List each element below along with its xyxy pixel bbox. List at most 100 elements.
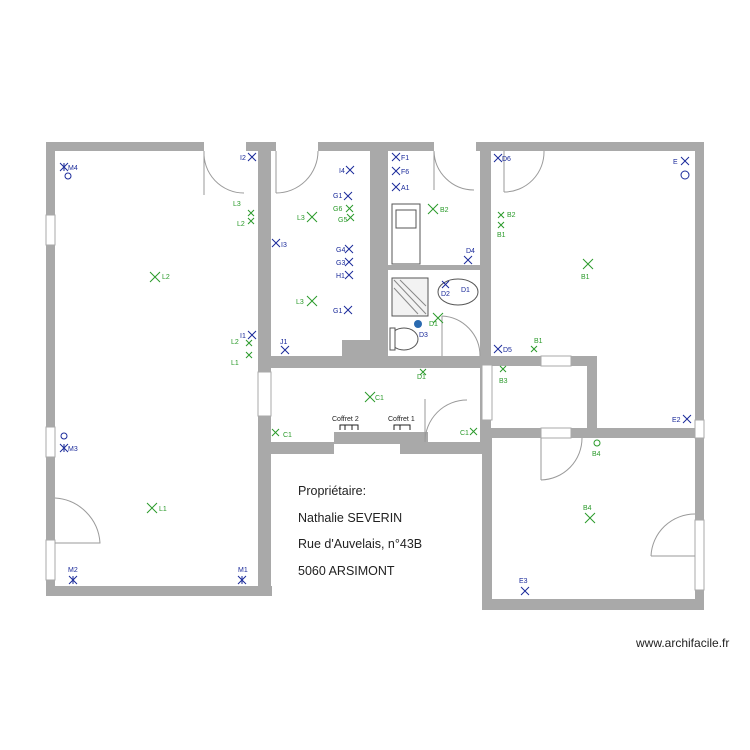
socket-label: D3 xyxy=(419,332,428,339)
socket-icon xyxy=(469,427,478,436)
window xyxy=(540,355,572,367)
wall-top-c xyxy=(476,142,552,151)
light-label: B2 xyxy=(440,207,449,214)
owner-heading: Propriétaire: xyxy=(298,484,367,498)
socket-label: D4 xyxy=(466,248,475,255)
window xyxy=(45,539,56,581)
socket-icon xyxy=(463,255,473,265)
wall-hall-top-b xyxy=(382,356,492,368)
switch-icon xyxy=(247,209,255,217)
socket-label: G1 xyxy=(333,308,342,315)
owner-info: Propriétaire: Nathalie SEVERIN Rue d'Auv… xyxy=(298,478,422,584)
wall-top-left xyxy=(46,142,204,151)
socket-icon xyxy=(271,428,280,437)
switch-label: D1 xyxy=(417,374,426,381)
switch-icon xyxy=(530,345,538,353)
socket-icon xyxy=(346,213,355,222)
light-cross xyxy=(584,512,596,524)
socket-label: G3 xyxy=(336,260,345,267)
socket-label: C1 xyxy=(283,432,292,439)
switch-label: B2 xyxy=(507,212,516,219)
socket-icon xyxy=(237,575,247,585)
light-cross xyxy=(146,502,158,514)
socket-label: M1 xyxy=(238,567,248,574)
socket-icon xyxy=(344,244,354,254)
wall-bath-left xyxy=(382,151,388,356)
switch-label: B1 xyxy=(497,232,506,239)
socket-label: E xyxy=(673,159,678,166)
socket-label: I3 xyxy=(281,242,287,249)
socket-label: D1 xyxy=(461,287,470,294)
socket-icon xyxy=(344,257,354,267)
wall-bottom-right xyxy=(482,599,704,610)
light-label: B4 xyxy=(583,505,592,512)
window xyxy=(694,419,705,439)
socket-icon xyxy=(682,414,692,424)
socket-icon xyxy=(343,191,353,201)
socket-icon xyxy=(345,165,355,175)
fixtures xyxy=(389,203,479,351)
washbasin xyxy=(437,278,479,306)
socket-icon xyxy=(493,344,503,354)
socket-icon xyxy=(247,152,257,162)
wall-hall-bottom-a xyxy=(258,442,334,454)
switch-icon xyxy=(245,351,253,359)
panel-label: Coffret 2 xyxy=(332,416,359,423)
switch-icon xyxy=(499,365,507,373)
wall-hall-bottom-c xyxy=(400,442,491,454)
socket-label: I4 xyxy=(339,168,345,175)
light-label: L1 xyxy=(159,506,167,513)
switch-label: L3 xyxy=(233,201,241,208)
wall-top-a xyxy=(246,142,276,151)
socket-label: E2 xyxy=(672,417,681,424)
owner-street: Rue d'Auvelais, n°43B xyxy=(298,537,423,551)
switch-label: B4 xyxy=(592,451,601,458)
socket-label: J1 xyxy=(280,339,288,346)
socket-label: I2 xyxy=(240,155,246,162)
socket-label: A1 xyxy=(401,185,410,192)
door-swing xyxy=(203,150,245,195)
socket-icon xyxy=(493,153,503,163)
switch-label: L2 xyxy=(231,339,239,346)
socket-icon xyxy=(520,586,530,596)
socket-label: G4 xyxy=(336,247,345,254)
socket-label: G5 xyxy=(338,217,347,224)
socket-label: E3 xyxy=(519,578,528,585)
light-cross xyxy=(306,211,318,223)
socket-icon xyxy=(344,270,354,280)
switch-icon xyxy=(497,221,505,229)
window xyxy=(540,427,572,439)
wall-top-b xyxy=(318,142,434,151)
window xyxy=(481,364,493,421)
wall-bath-mid xyxy=(388,265,480,270)
light-label: L2 xyxy=(162,274,170,281)
wall-hall-top-a xyxy=(258,356,382,368)
socket-icon xyxy=(391,152,401,162)
door-swing xyxy=(650,513,696,557)
wall-room-b4-top xyxy=(482,428,704,438)
socket-label: F1 xyxy=(401,155,409,162)
switch-icon xyxy=(245,339,253,347)
socket-icon xyxy=(68,575,78,585)
owner-name: Nathalie SEVERIN xyxy=(298,510,403,525)
footer-watermark: www.archifacile.fr xyxy=(636,636,730,650)
socket-icon xyxy=(345,204,354,213)
wall-left xyxy=(46,142,55,596)
window xyxy=(257,371,272,417)
switch-label: L1 xyxy=(231,360,239,367)
socket-icon xyxy=(280,345,290,355)
socket-icon xyxy=(247,330,257,340)
kitchen-sink-basin xyxy=(395,209,417,229)
sockets: M4 M3 M2 M1 I2 I4 I3 I1 J1 L3 L2 L2 L1 G… xyxy=(59,152,692,596)
switch-label: B1 xyxy=(534,338,543,345)
wall-wc-right xyxy=(370,151,382,356)
light-label: L3 xyxy=(297,215,305,222)
wall-bath-right xyxy=(480,151,491,447)
socket-label: G6 xyxy=(333,206,342,213)
socket-icon xyxy=(391,182,401,192)
wall-hall-bottom-b xyxy=(334,432,428,444)
switch-icon xyxy=(497,211,505,219)
socket-label: F6 xyxy=(401,169,409,176)
socket-label: I1 xyxy=(240,333,246,340)
